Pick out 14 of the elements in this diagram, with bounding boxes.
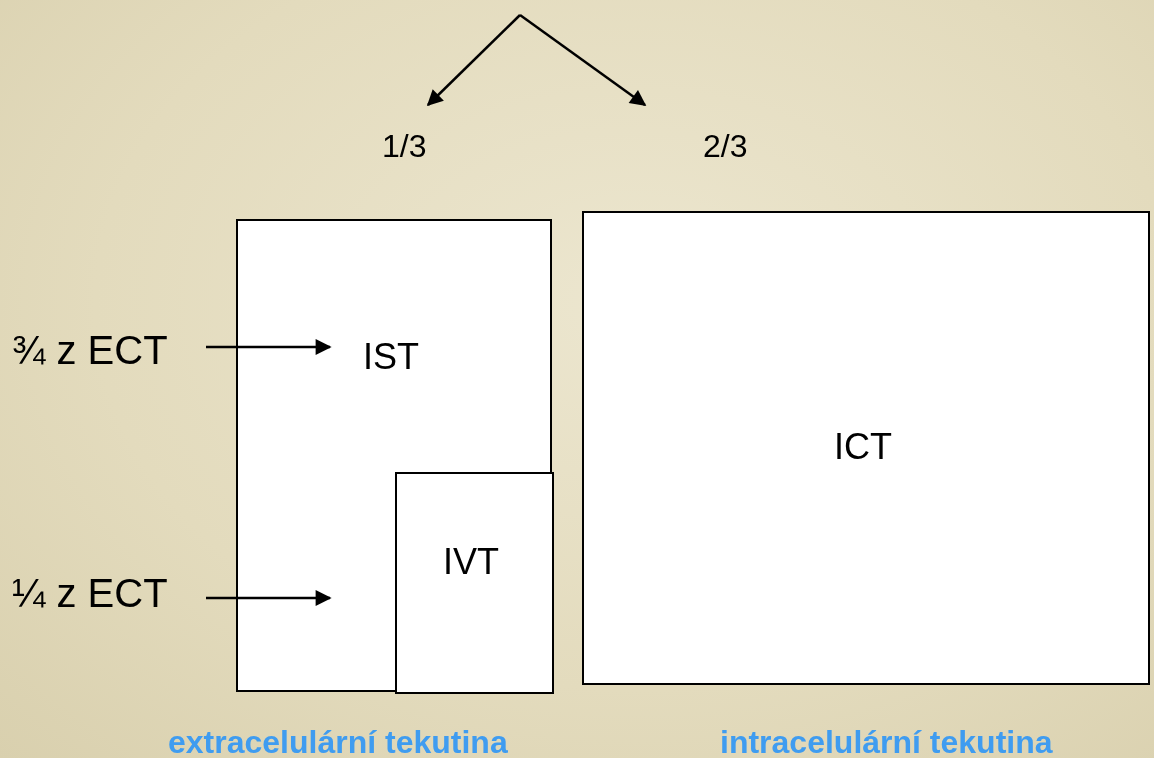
compartment-label: IVT <box>443 544 499 580</box>
arrow <box>206 339 332 355</box>
fraction-label: ¾ z ECT <box>12 330 168 370</box>
compartment-caption: extracelulární tekutina <box>168 726 508 758</box>
compartment-label: ICT <box>834 429 892 465</box>
arrow <box>426 14 521 107</box>
fraction-label: 2/3 <box>703 130 748 162</box>
arrow <box>519 14 647 106</box>
compartment-box <box>395 472 554 694</box>
fraction-label: ¼ z ECT <box>12 573 168 613</box>
compartment-caption: intracelulární tekutina <box>720 726 1053 758</box>
arrow <box>206 590 332 606</box>
fraction-label: 1/3 <box>382 130 427 162</box>
compartment-label: IST <box>363 339 419 375</box>
